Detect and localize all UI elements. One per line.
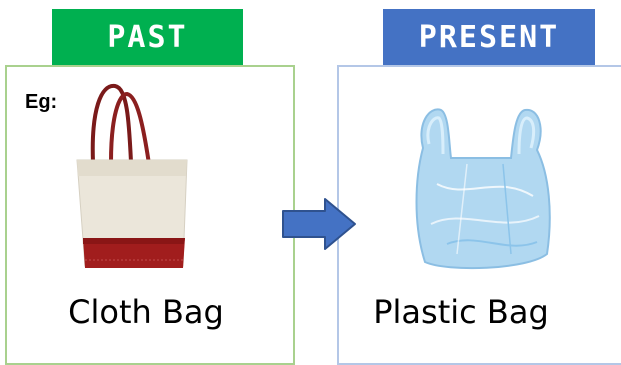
- present-caption: Plastic Bag: [339, 293, 583, 331]
- past-panel: Eg: Cloth Bag: [5, 65, 295, 365]
- present-header: PRESENT: [383, 9, 595, 65]
- plastic-bag-icon: [407, 104, 557, 274]
- example-label: Eg:: [25, 91, 57, 114]
- cloth-bag-icon: [67, 80, 207, 280]
- present-panel: Plastic Bag: [337, 65, 621, 365]
- past-caption: Cloth Bag: [7, 293, 285, 331]
- right-arrow-icon: [280, 196, 358, 252]
- past-header: PAST: [52, 9, 243, 65]
